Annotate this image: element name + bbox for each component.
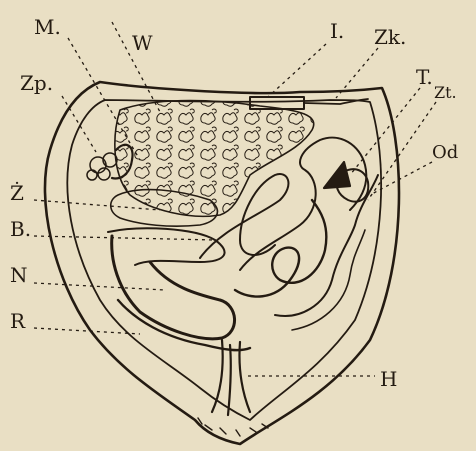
leader-b <box>34 236 215 240</box>
label-t: T. <box>416 65 433 89</box>
label-i: I. <box>330 19 344 43</box>
leader-zp <box>62 96 96 152</box>
label-b: B. <box>10 217 31 241</box>
leader-od <box>370 162 432 195</box>
leader-i <box>268 44 326 97</box>
label-w: W <box>132 31 153 55</box>
label-od: Od <box>432 142 458 163</box>
leader-zt <box>368 102 436 200</box>
heart-stem <box>212 340 250 415</box>
label-zk: Zk. <box>374 25 406 49</box>
gonad-mass <box>115 101 314 217</box>
label-zt: Zt. <box>434 83 457 102</box>
label-r: R <box>10 309 26 333</box>
od-organ-cone <box>324 162 350 188</box>
label-m: M. <box>34 15 61 39</box>
lobe-n <box>112 236 235 339</box>
label-z: Ż <box>10 181 24 205</box>
leader-n <box>34 283 165 290</box>
leader-m <box>68 38 140 160</box>
label-h: H <box>380 367 397 391</box>
lobe-b <box>108 228 225 265</box>
intestine-loop-3 <box>235 200 326 297</box>
label-n: N <box>10 263 28 287</box>
label-zp: Zp. <box>20 71 53 95</box>
